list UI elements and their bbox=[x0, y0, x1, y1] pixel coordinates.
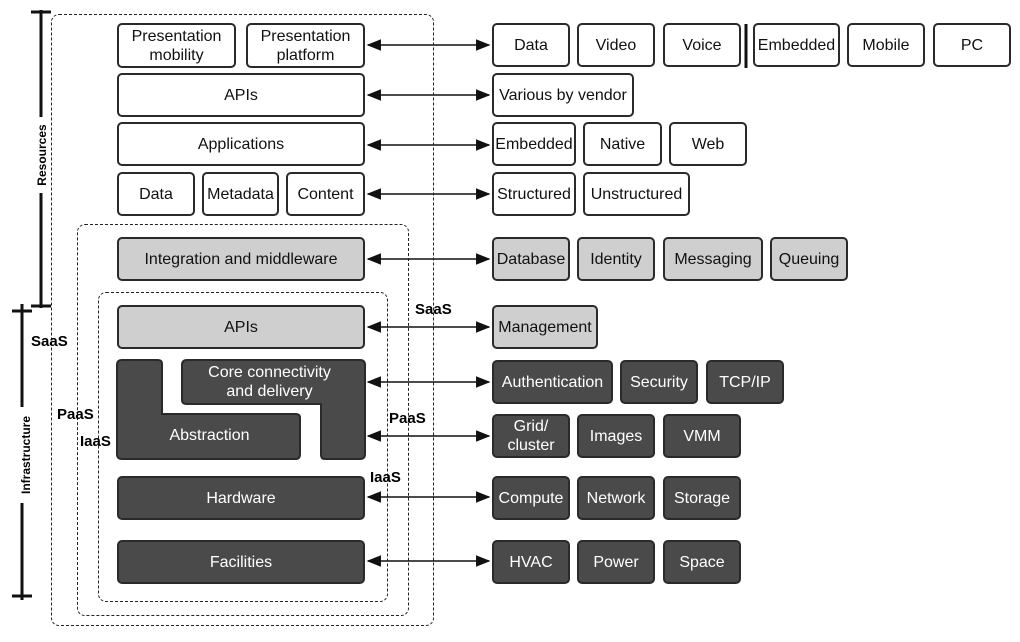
saas-outer-label: SaaS bbox=[31, 333, 68, 350]
connector-arrows bbox=[366, 39, 491, 567]
saas-boundary bbox=[51, 14, 434, 626]
content-box: Content bbox=[286, 172, 365, 216]
metadata-box: Metadata bbox=[202, 172, 279, 216]
identity-box: Identity bbox=[577, 237, 655, 281]
infrastructure-label: Infrastructure bbox=[19, 407, 33, 503]
paas-inner-label: PaaS bbox=[389, 410, 426, 427]
client-voice-box: Voice bbox=[663, 23, 741, 67]
iaas-inner-label: IaaS bbox=[370, 469, 401, 486]
resources-label: Resources bbox=[35, 117, 49, 193]
client-embedded-box: Embedded bbox=[753, 23, 840, 67]
client-pc-box: PC bbox=[933, 23, 1011, 67]
iaas-outer-label: IaaS bbox=[80, 433, 111, 450]
hvac-box: HVAC bbox=[492, 540, 570, 584]
integration-middleware-box: Integration and middleware bbox=[117, 237, 365, 281]
images-box: Images bbox=[577, 414, 655, 458]
abstraction-shape bbox=[116, 359, 301, 460]
paas-boundary bbox=[77, 224, 409, 616]
presentation-platform-box: Presentation platform bbox=[246, 23, 365, 68]
data-box: Data bbox=[117, 172, 195, 216]
various-by-vendor-box: Various by vendor bbox=[492, 73, 634, 117]
client-video-box: Video bbox=[577, 23, 655, 67]
app-web-box: Web bbox=[669, 122, 747, 166]
presentation-mobility-box: Presentation mobility bbox=[117, 23, 236, 68]
space-box: Space bbox=[663, 540, 741, 584]
applications-box: Applications bbox=[117, 122, 365, 166]
storage-box: Storage bbox=[663, 476, 741, 520]
power-box: Power bbox=[577, 540, 655, 584]
messaging-box: Messaging bbox=[663, 237, 763, 281]
client-data-box: Data bbox=[492, 23, 570, 67]
compute-box: Compute bbox=[492, 476, 570, 520]
hardware-box: Hardware bbox=[117, 476, 365, 520]
saas-inner-label: SaaS bbox=[415, 301, 452, 318]
facilities-box: Facilities bbox=[117, 540, 365, 584]
unstructured-box: Unstructured bbox=[583, 172, 690, 216]
structured-box: Structured bbox=[492, 172, 576, 216]
apis-mid-box: APIs bbox=[117, 305, 365, 349]
paas-outer-label: PaaS bbox=[57, 406, 94, 423]
client-mobile-box: Mobile bbox=[847, 23, 925, 67]
authentication-box: Authentication bbox=[492, 360, 613, 404]
queuing-box: Queuing bbox=[770, 237, 848, 281]
app-native-box: Native bbox=[583, 122, 662, 166]
network-box: Network bbox=[577, 476, 655, 520]
apis-top-box: APIs bbox=[117, 73, 365, 117]
grid-cluster-box: Grid/ cluster bbox=[492, 414, 570, 458]
core-connectivity-shape bbox=[181, 359, 366, 460]
core-connectivity-label: Core connectivity and delivery bbox=[208, 364, 331, 400]
database-box: Database bbox=[492, 237, 570, 281]
app-embedded-box: Embedded bbox=[492, 122, 576, 166]
management-box: Management bbox=[492, 305, 598, 349]
iaas-boundary bbox=[98, 292, 388, 602]
tcp-ip-box: TCP/IP bbox=[706, 360, 784, 404]
vmm-box: VMM bbox=[663, 414, 741, 458]
abstraction-label: Abstraction bbox=[169, 427, 250, 444]
security-box: Security bbox=[620, 360, 698, 404]
